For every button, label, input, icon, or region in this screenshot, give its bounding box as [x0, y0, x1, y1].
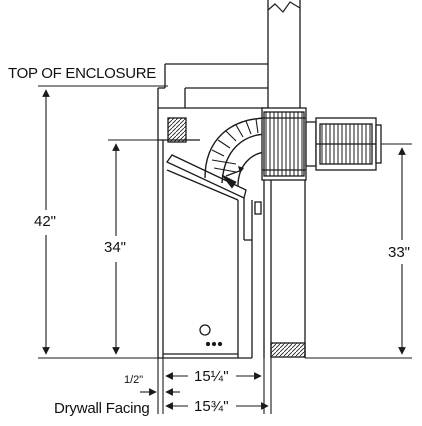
dimension-half-inch-label: 1/2": [124, 374, 144, 386]
dimension-42-label: 42": [34, 213, 57, 230]
dimension-bottom: [140, 358, 272, 414]
dimension-34-label: 34": [104, 239, 127, 256]
damper-bracket: [254, 201, 262, 215]
enclosure-outline: [157, 63, 268, 140]
dimension-33: [305, 143, 412, 359]
dimension-42: [38, 85, 168, 359]
dimension-15-three-quarter-label: 15¾": [194, 398, 229, 415]
dimension-33-label: 33": [388, 244, 411, 261]
chase-wall: [263, 0, 306, 358]
gas-port: [199, 324, 211, 336]
termination-cap: [305, 117, 382, 171]
header-block: [167, 117, 187, 143]
dimension-34: [108, 139, 158, 355]
vent-elbow: [204, 117, 269, 189]
wall-thimble: [261, 107, 307, 181]
dimension-15-quarter-label: 15¼": [194, 368, 229, 385]
wall-base-block: [270, 342, 306, 358]
fireplace-unit: [157, 139, 262, 359]
drywall-facing-label: Drywall Facing: [54, 400, 150, 417]
top-of-enclosure-label: TOP OF ENCLOSURE: [8, 65, 157, 82]
